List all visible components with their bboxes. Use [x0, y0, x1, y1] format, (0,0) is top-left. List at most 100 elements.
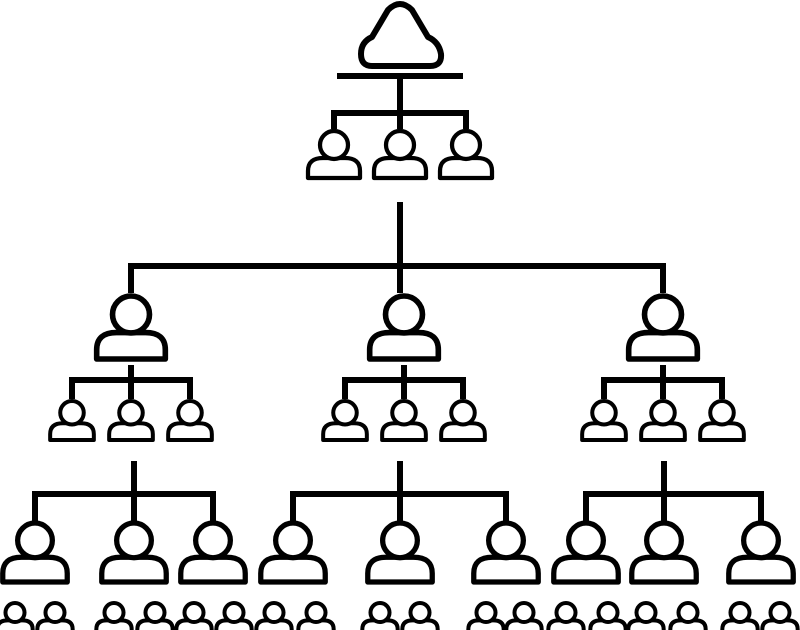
person-head — [262, 601, 286, 625]
person-head — [58, 399, 86, 427]
person-icon — [698, 399, 746, 442]
person-icon — [258, 520, 328, 585]
person-head — [382, 293, 426, 336]
person-icon — [437, 128, 495, 181]
person-head — [408, 601, 432, 625]
person-icon — [588, 601, 628, 630]
person-head — [182, 601, 206, 625]
person-head — [590, 399, 618, 427]
person-icon — [546, 601, 586, 630]
person-head — [728, 601, 752, 625]
person-icon — [0, 520, 70, 585]
person-head — [3, 601, 27, 625]
person-icon — [504, 601, 544, 630]
person-icon — [439, 399, 487, 442]
person-head — [486, 520, 526, 561]
person-body — [639, 421, 687, 442]
person-icon — [760, 601, 800, 630]
person-body — [580, 421, 628, 442]
person-icon — [726, 520, 796, 585]
person-body — [305, 155, 363, 181]
person-head — [273, 520, 313, 561]
person-head — [368, 601, 392, 625]
person-head — [741, 520, 781, 561]
person-body — [551, 554, 621, 585]
person-icon — [551, 520, 621, 585]
person-head — [768, 601, 792, 625]
person-head — [114, 520, 154, 561]
person-icon — [135, 601, 175, 630]
person-body — [178, 554, 248, 585]
person-body — [629, 554, 699, 585]
person-head — [596, 601, 620, 625]
person-body — [437, 155, 495, 181]
person-body — [48, 421, 96, 442]
person-head — [554, 601, 578, 625]
person-body — [166, 421, 214, 442]
person-head — [449, 399, 477, 427]
person-icon — [471, 520, 541, 585]
person-icon — [360, 601, 400, 630]
person-head — [512, 601, 536, 625]
person-head — [117, 399, 145, 427]
person-head — [331, 399, 359, 427]
person-body — [625, 329, 701, 362]
person-head — [176, 399, 204, 427]
connector-lines — [32, 73, 764, 521]
person-icon — [626, 601, 666, 630]
person-icon — [94, 601, 134, 630]
person-head — [708, 399, 736, 427]
person-head — [304, 601, 328, 625]
person-icon — [625, 293, 701, 362]
person-icon — [629, 520, 699, 585]
person-icon — [166, 399, 214, 442]
person-icon — [107, 399, 155, 442]
person-icon — [466, 601, 506, 630]
cloud-shape — [358, 1, 445, 69]
person-head — [317, 128, 351, 162]
person-body — [439, 421, 487, 442]
person-icon — [366, 293, 442, 362]
person-icon — [178, 520, 248, 585]
person-head — [449, 128, 483, 162]
person-head — [380, 520, 420, 561]
person-head — [193, 520, 233, 561]
person-body — [371, 155, 429, 181]
person-icon — [305, 128, 363, 181]
person-icon — [93, 293, 169, 362]
person-icon — [48, 399, 96, 442]
cloud-icon — [358, 1, 445, 69]
person-body — [698, 421, 746, 442]
person-head — [15, 520, 55, 561]
person-body — [99, 554, 169, 585]
person-head — [676, 601, 700, 625]
person-icon — [174, 601, 214, 630]
person-head — [43, 601, 67, 625]
person-body — [380, 421, 428, 442]
person-icon — [214, 601, 254, 630]
person-icon — [254, 601, 294, 630]
person-icon — [720, 601, 760, 630]
person-icon — [371, 128, 429, 181]
person-body — [258, 554, 328, 585]
person-icon — [400, 601, 440, 630]
person-body — [0, 554, 70, 585]
person-body — [365, 554, 435, 585]
person-head — [143, 601, 167, 625]
person-head — [641, 293, 685, 336]
person-icon — [380, 399, 428, 442]
person-head — [383, 128, 417, 162]
person-head — [649, 399, 677, 427]
person-head — [644, 520, 684, 561]
person-head — [474, 601, 498, 625]
person-head — [109, 293, 153, 336]
person-head — [566, 520, 606, 561]
person-body — [471, 554, 541, 585]
person-body — [321, 421, 369, 442]
person-icon — [639, 399, 687, 442]
person-icon — [0, 601, 35, 630]
person-body — [366, 329, 442, 362]
person-icon — [668, 601, 708, 630]
